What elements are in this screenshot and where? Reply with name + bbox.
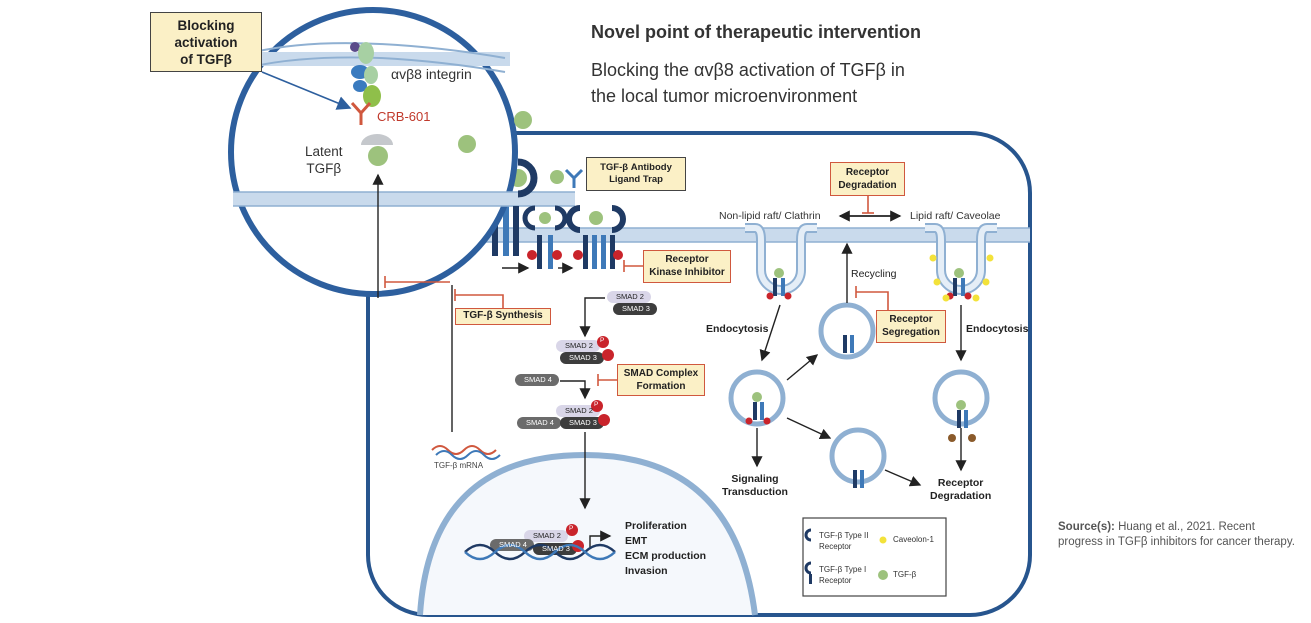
cell-membrane bbox=[368, 227, 1030, 243]
subtitle: Blocking the αvβ8 activation of TGFβ in … bbox=[591, 57, 905, 109]
outcome-proliferation: Proliferation bbox=[625, 520, 687, 532]
caveolae-pit bbox=[925, 223, 997, 295]
non-lipid-raft-label: Non-lipid raft/ Clathrin bbox=[719, 210, 821, 222]
legend-type2-line-2: Receptor bbox=[819, 542, 852, 551]
outcome-emt: EMT bbox=[625, 535, 648, 547]
legend-type2: TGF-β Type II Receptor bbox=[819, 530, 869, 552]
source-text: Huang et al., 2021. Recent progress in T… bbox=[1058, 521, 1295, 548]
receptor-deg2-line-1: Receptor bbox=[937, 477, 984, 489]
antibody-icon bbox=[564, 168, 584, 188]
latent-line-1: Latent bbox=[305, 144, 343, 159]
receptor-segregation-callout: Receptor Segregation bbox=[876, 310, 946, 343]
antibody-line-2: Ligand Trap bbox=[609, 174, 663, 185]
smad3-label-dna: SMAD 3 bbox=[542, 544, 570, 553]
smad2-label-top: SMAD 2 bbox=[616, 292, 644, 301]
phospho-marks-vesicles bbox=[745, 292, 972, 425]
signaling-transduction-label: Signaling Transduction bbox=[722, 473, 788, 499]
main-title: Novel point of therapeutic intervention bbox=[591, 22, 922, 42]
vesicle-lower bbox=[829, 427, 887, 485]
zoom-arrows bbox=[261, 71, 450, 298]
receptor-deg2-line-2: Degradation bbox=[930, 490, 992, 502]
latent-tgfb-label: Latent TGFβ bbox=[305, 143, 343, 177]
smad3-label-mid: SMAD 3 bbox=[569, 353, 597, 362]
antibody-line-1: TGF-β Antibody bbox=[600, 162, 672, 173]
outcome-list: Proliferation EMT ECM production Invasio… bbox=[625, 519, 706, 579]
callout-line-1: Blocking bbox=[177, 18, 235, 33]
smad3-label-low: SMAD 3 bbox=[569, 418, 597, 427]
latent-tgfb-icon bbox=[361, 111, 532, 166]
receptor-degradation-lower-label: Receptor Degradation bbox=[930, 477, 991, 503]
legend-type1-line-1: TGF-β Type I bbox=[819, 565, 867, 574]
smad-complex-line-2: Formation bbox=[636, 381, 686, 392]
outcome-invasion: Invasion bbox=[625, 565, 668, 577]
smad4-label-dna: SMAD 4 bbox=[499, 540, 527, 549]
kinase-line-1: Receptor bbox=[665, 254, 709, 265]
dna-helix-icon bbox=[464, 543, 616, 561]
legend-type2-line-1: TGF-β Type II bbox=[819, 531, 869, 540]
clathrin-pit bbox=[745, 223, 817, 295]
integrin-icon bbox=[350, 42, 381, 107]
caveolin-dots bbox=[929, 254, 994, 302]
source-citation: Source(s): Huang et al., 2021. Recent pr… bbox=[1058, 520, 1298, 550]
phospho-label-3: P bbox=[569, 525, 574, 532]
callout-line-3: of TGFβ bbox=[180, 52, 232, 67]
vesicle-receptors bbox=[752, 268, 968, 488]
smad4-label-mid: SMAD 4 bbox=[524, 375, 552, 384]
segregation-line-2: Segregation bbox=[882, 327, 940, 338]
smad2-label-dna: SMAD 2 bbox=[533, 531, 561, 540]
integrin-label: αvβ8 integrin bbox=[391, 66, 472, 82]
signaling-line-1: Signaling bbox=[731, 473, 779, 485]
signal-arrows bbox=[451, 210, 967, 548]
phospho-label-1: P bbox=[600, 337, 605, 344]
vesicle-recycling bbox=[818, 302, 876, 360]
legend-box bbox=[802, 517, 947, 597]
subtitle-line-2: the local tumor microenvironment bbox=[591, 86, 858, 106]
antibody-ligand-trap-callout: TGF-β Antibody Ligand Trap bbox=[586, 157, 686, 191]
phospho-label-2: P bbox=[594, 401, 599, 408]
mrna-label: TGF-β mRNA bbox=[434, 461, 484, 470]
receptor-degradation-callout: Receptor Degradation bbox=[830, 162, 905, 196]
smad-complex-line-1: SMAD Complex bbox=[623, 368, 699, 379]
recycling-label: Recycling bbox=[851, 268, 897, 280]
subtitle-line-1: Blocking the αvβ8 activation of TGFβ in bbox=[591, 60, 905, 80]
legend-type1: TGF-β Type I Receptor bbox=[819, 564, 866, 586]
kinase-line-2: Kinase Inhibitor bbox=[649, 267, 725, 278]
lipid-raft-label: Lipid raft/ Caveolae bbox=[910, 210, 1001, 222]
inhibitor-lines bbox=[454, 196, 889, 386]
receptor-degradation-line-1: Receptor bbox=[845, 167, 890, 178]
blocking-activation-callout: Blocking activation of TGFβ bbox=[150, 12, 262, 72]
degraded-receptor-marks bbox=[948, 434, 976, 442]
signaling-line-2: Transduction bbox=[722, 486, 788, 498]
smad-complex-callout: SMAD Complex Formation bbox=[617, 364, 705, 396]
endocytosis-right-label: Endocytosis bbox=[966, 323, 1029, 335]
endocytosis-left-label: Endocytosis bbox=[706, 323, 769, 335]
smad3-label-top: SMAD 3 bbox=[622, 304, 650, 313]
drug-label: CRB-601 bbox=[377, 109, 431, 124]
callout-line-2: activation bbox=[174, 35, 238, 50]
outcome-ecm: ECM production bbox=[625, 550, 707, 562]
synthesis-text: TGF-β Synthesis bbox=[463, 310, 543, 321]
source-label: Source(s): bbox=[1058, 521, 1115, 533]
crb601-antibody-icon bbox=[350, 101, 372, 125]
legend-tgfb: TGF-β bbox=[893, 570, 917, 579]
smad2-label-mid: SMAD 2 bbox=[565, 341, 593, 350]
smad2-label-low: SMAD 2 bbox=[565, 406, 593, 415]
kinase-inhibitor-callout: Receptor Kinase Inhibitor bbox=[643, 250, 731, 283]
latent-line-2: TGFβ bbox=[306, 161, 342, 176]
legend-caveolin: Caveolon-1 bbox=[893, 535, 934, 544]
segregation-line-1: Receptor bbox=[889, 314, 933, 325]
mrna-icon bbox=[431, 445, 501, 460]
receptor-degradation-line-2: Degradation bbox=[838, 180, 897, 191]
tgfb-synthesis-callout: TGF-β Synthesis bbox=[455, 308, 551, 325]
smad4-label-low: SMAD 4 bbox=[526, 418, 554, 427]
legend-type1-line-2: Receptor bbox=[819, 576, 852, 585]
